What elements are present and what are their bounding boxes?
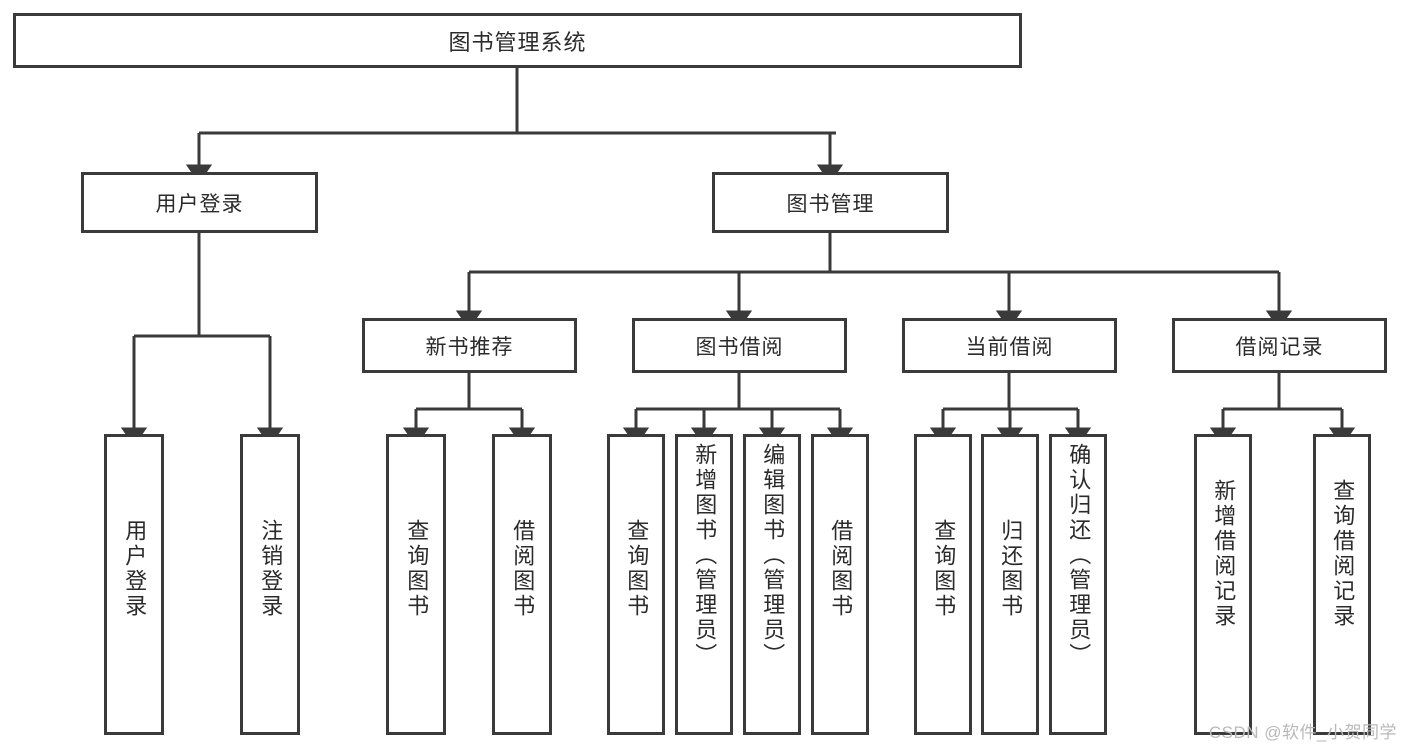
node-leaf-logout[interactable]: 注销登录 <box>240 434 300 735</box>
node-leaf-query-book-3-label: 查询图书 <box>931 519 957 619</box>
node-leaf-query-book-1[interactable]: 查询图书 <box>386 434 446 735</box>
node-new-book-rec[interactable]: 新书推荐 <box>362 318 577 373</box>
node-leaf-query-book-2-label: 查询图书 <box>624 519 650 619</box>
node-leaf-confirm-return-label: 确认归还（管理员） <box>1066 443 1092 668</box>
node-new-book-rec-label: 新书推荐 <box>425 335 514 359</box>
node-root[interactable]: 图书管理系统 <box>13 13 1022 68</box>
node-book-borrow-label: 图书借阅 <box>695 335 784 359</box>
node-leaf-edit-book-label: 编辑图书（管理员） <box>760 443 786 668</box>
node-current-borrow-label: 当前借阅 <box>965 335 1054 359</box>
node-root-label: 图书管理系统 <box>448 29 587 55</box>
node-leaf-add-record[interactable]: 新增借阅记录 <box>1194 434 1252 735</box>
node-leaf-borrow-book-1-label: 借阅图书 <box>510 519 536 619</box>
node-leaf-user-login-label: 用户登录 <box>122 519 148 619</box>
node-user-login[interactable]: 用户登录 <box>81 172 318 233</box>
node-book-borrow[interactable]: 图书借阅 <box>632 318 847 373</box>
node-leaf-query-record-label: 查询借阅记录 <box>1330 479 1356 629</box>
node-leaf-add-book[interactable]: 新增图书（管理员） <box>675 434 733 735</box>
node-leaf-borrow-book-2-label: 借阅图书 <box>828 519 854 619</box>
node-leaf-query-book-1-label: 查询图书 <box>404 519 430 619</box>
node-user-login-label: 用户登录 <box>155 192 244 216</box>
node-leaf-logout-label: 注销登录 <box>258 519 284 619</box>
node-borrow-record-label: 借阅记录 <box>1235 335 1324 359</box>
node-leaf-add-book-label: 新增图书（管理员） <box>692 443 718 668</box>
node-leaf-edit-book[interactable]: 编辑图书（管理员） <box>743 434 801 735</box>
node-leaf-borrow-book-1[interactable]: 借阅图书 <box>492 434 552 735</box>
node-leaf-query-book-2[interactable]: 查询图书 <box>607 434 665 735</box>
node-leaf-query-book-3[interactable]: 查询图书 <box>914 434 972 735</box>
node-borrow-record[interactable]: 借阅记录 <box>1172 318 1387 373</box>
node-leaf-query-record[interactable]: 查询借阅记录 <box>1313 434 1371 735</box>
node-leaf-return-book-label: 归还图书 <box>998 519 1024 619</box>
node-leaf-borrow-book-2[interactable]: 借阅图书 <box>811 434 869 735</box>
node-leaf-confirm-return[interactable]: 确认归还（管理员） <box>1049 434 1107 735</box>
node-leaf-return-book[interactable]: 归还图书 <box>981 434 1039 735</box>
node-leaf-add-record-label: 新增借阅记录 <box>1211 479 1237 629</box>
node-current-borrow[interactable]: 当前借阅 <box>902 318 1117 373</box>
node-book-manage[interactable]: 图书管理 <box>712 172 949 233</box>
node-leaf-user-login[interactable]: 用户登录 <box>104 434 164 735</box>
node-book-manage-label: 图书管理 <box>786 192 875 216</box>
